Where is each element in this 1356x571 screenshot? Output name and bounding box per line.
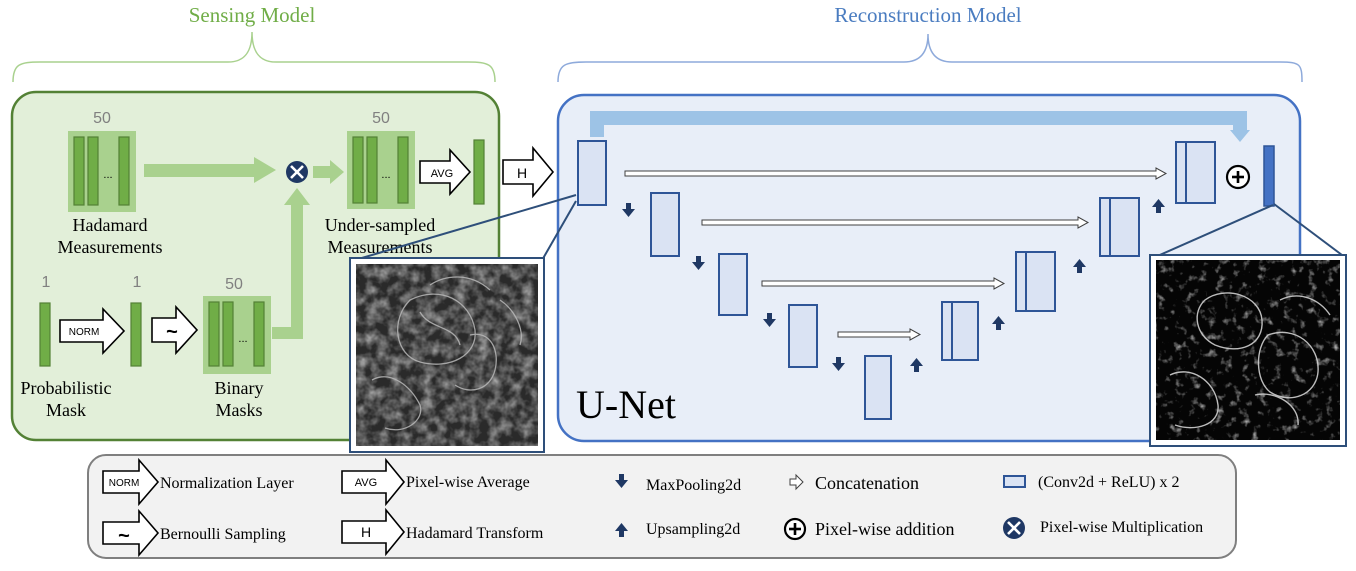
- legend-avg-badge-label: AVG: [355, 477, 377, 489]
- undersampled-label-line2: Measurements: [328, 237, 433, 257]
- legend-concat-text: Concatenation: [815, 473, 919, 493]
- legend-norm-text: Normalization Layer: [160, 475, 294, 492]
- hadamard-stack: [68, 131, 136, 212]
- bernoulli-arrow: [151, 304, 199, 356]
- legend-upsample-text: Upsampling2d: [646, 521, 740, 538]
- legend-circled-plus-icon: [783, 517, 807, 541]
- hadamard-dots: ...: [103, 169, 112, 181]
- legend-h-badge-label: H: [361, 524, 371, 540]
- avg-arrow: [419, 147, 472, 197]
- avg-label: AVG: [431, 168, 453, 180]
- legend-conv-text: (Conv2d + ReLU) x 2: [1038, 474, 1179, 491]
- legend-avg-badge: [341, 457, 406, 507]
- legend-norm-badge-label: NORM: [109, 478, 140, 489]
- unet-output-bar: [1263, 145, 1275, 207]
- undersampled-dots: ...: [381, 169, 390, 181]
- up-arrow-icon: [910, 199, 1165, 372]
- hadamard-to-multiply-arrow: [144, 157, 276, 183]
- circled-plus-icon: [1225, 164, 1251, 190]
- zoom-connector-lines: [354, 194, 1343, 263]
- binary-mask-dots: ...: [238, 333, 247, 345]
- legend-bernoulli-badge: [102, 508, 160, 558]
- legend-avg-text: Pixel-wise Average: [406, 474, 530, 491]
- prob-mask-label-line1: Probabilistic: [21, 378, 112, 398]
- circled-times-icon: [286, 161, 308, 183]
- hadamard-label-line2: Measurements: [58, 237, 163, 257]
- undersampled-stack: [347, 131, 415, 209]
- bernoulli-tilde: ~: [166, 321, 178, 343]
- norm-label: NORM: [69, 327, 100, 338]
- binary-mask-label-line2: Masks: [215, 400, 262, 420]
- undersampled-count: 50: [372, 110, 390, 127]
- multiply-to-undersampled-arrow: [313, 160, 344, 184]
- legend-norm-badge: [102, 457, 160, 507]
- legend-conv-block-icon: [1003, 475, 1026, 488]
- legend-bernoulli-text: Bernoulli Sampling: [160, 526, 286, 543]
- legend-addition-text: Pixel-wise addition: [815, 519, 954, 539]
- reconstruction-model-title: Reconstruction Model: [834, 3, 1021, 27]
- binary-to-multiply-arrow: [272, 188, 310, 339]
- norm-mask-bar: [130, 302, 142, 367]
- binary-mask-label-line1: Binary: [215, 378, 264, 398]
- hadamard-transform-arrow: [502, 145, 555, 199]
- legend-hollow-right-arrow-icon: [789, 473, 804, 491]
- norm-arrow: [59, 307, 126, 355]
- unet-encoder-blocks: [577, 140, 892, 420]
- prob-mask-bar: [39, 302, 51, 367]
- prob-mask-label-line2: Mask: [46, 400, 86, 420]
- legend-up-arrow-icon: [615, 523, 628, 537]
- legend-down-arrow-icon: [615, 474, 628, 488]
- down-arrow-icon: [622, 203, 845, 371]
- legend-h-badge: [341, 507, 406, 557]
- prob-mask-count: 1: [42, 274, 51, 291]
- legend-bernoulli-tilde: ~: [118, 525, 130, 547]
- reconstruction-brace: [557, 33, 1303, 83]
- global-skip-connection: [590, 111, 1250, 142]
- avg-output-bar: [473, 139, 485, 205]
- binary-mask-count: 50: [225, 276, 243, 293]
- output-image: [1149, 254, 1347, 447]
- unet-decoder-blocks: [941, 141, 1216, 361]
- legend-mult-text: Pixel-wise Multiplication: [1040, 519, 1203, 536]
- hollow-right-arrow-icon: [624, 167, 1168, 341]
- norm-mask-count: 1: [133, 274, 142, 291]
- legend-circled-times-icon: [1003, 517, 1025, 539]
- hadamard-count: 50: [93, 110, 111, 127]
- unet-label: U-Net: [576, 382, 676, 427]
- h-label: H: [517, 165, 527, 181]
- legend-h-text: Hadamard Transform: [406, 525, 544, 542]
- sensing-model-title: Sensing Model: [189, 3, 316, 27]
- legend-maxpool-text: MaxPooling2d: [646, 477, 741, 494]
- hadamard-label-line1: Hadamard: [73, 215, 148, 235]
- undersampled-label-line1: Under-sampled: [325, 215, 436, 235]
- sensing-brace: [12, 31, 496, 83]
- input-image: [349, 257, 545, 453]
- binary-mask-stack: [203, 296, 271, 374]
